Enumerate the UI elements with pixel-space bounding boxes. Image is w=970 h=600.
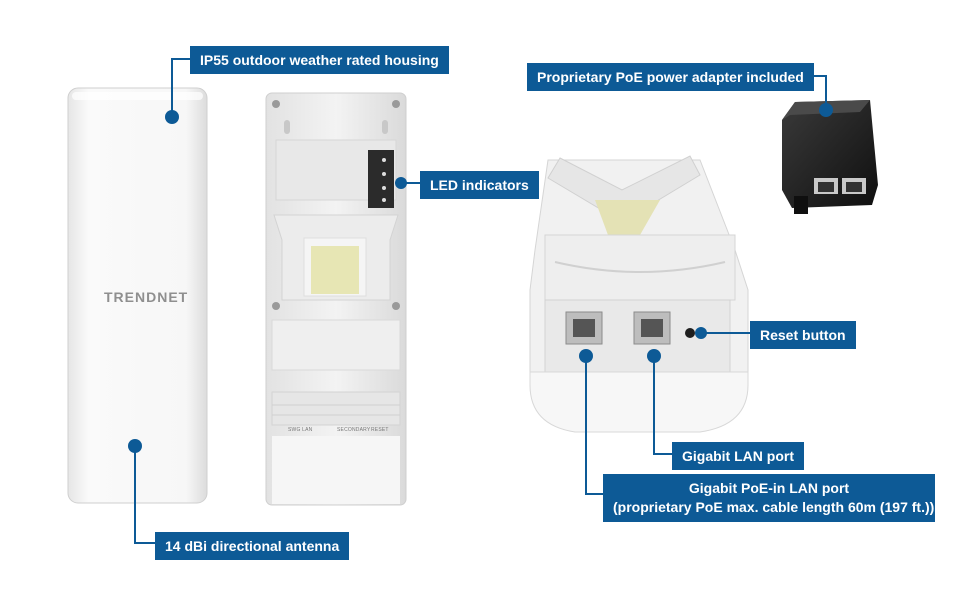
dot-icon	[165, 110, 179, 124]
ap-back-view	[265, 92, 407, 506]
leader-antenna	[134, 446, 155, 544]
leader-gigabit-lan	[653, 356, 672, 455]
leader-poe-adapter	[812, 75, 827, 108]
callout-reset: Reset button	[750, 321, 856, 349]
callout-antenna: 14 dBi directional antenna	[155, 532, 350, 560]
label-sticker	[311, 246, 359, 294]
dot-icon	[579, 349, 593, 363]
callout-poe-in-line2: (proprietary PoE max. cable length 60m (…	[613, 499, 935, 515]
screw-icon	[272, 302, 280, 310]
callout-poe-adapter: Proprietary PoE power adapter included	[527, 63, 814, 91]
leader-housing	[171, 58, 190, 117]
callout-poe-in: Gigabit PoE-in LAN port (proprietary PoE…	[603, 474, 935, 522]
screw-icon	[272, 100, 280, 108]
dot-icon	[647, 349, 661, 363]
device-brand-logo: TRENDNET	[104, 289, 189, 305]
dot-icon	[695, 327, 707, 339]
rear-port-label: SECONDARY	[337, 427, 371, 433]
screw-icon	[392, 100, 400, 108]
callout-gigabit-lan: Gigabit LAN port	[672, 442, 804, 470]
dot-icon	[128, 439, 142, 453]
reset-hole-icon	[685, 328, 695, 338]
callout-dots	[128, 103, 833, 453]
callout-poe-in-line1: Gigabit PoE-in LAN port	[688, 480, 850, 496]
callout-lines	[134, 58, 827, 544]
ap-front-view	[67, 87, 208, 504]
rear-port-label: SWG LAN	[288, 427, 313, 433]
callout-housing: IP55 outdoor weather rated housing	[190, 46, 449, 74]
ap-port-view	[529, 155, 749, 433]
poe-adapter	[782, 100, 878, 214]
dot-icon	[819, 103, 833, 117]
screw-icon	[392, 302, 400, 310]
led-panel	[368, 150, 394, 208]
callout-led: LED indicators	[420, 171, 539, 199]
dot-icon	[395, 177, 407, 189]
ethernet-port-icon	[633, 311, 671, 345]
rear-port-label: RESET	[371, 427, 389, 433]
leader-poe-in	[585, 356, 603, 495]
